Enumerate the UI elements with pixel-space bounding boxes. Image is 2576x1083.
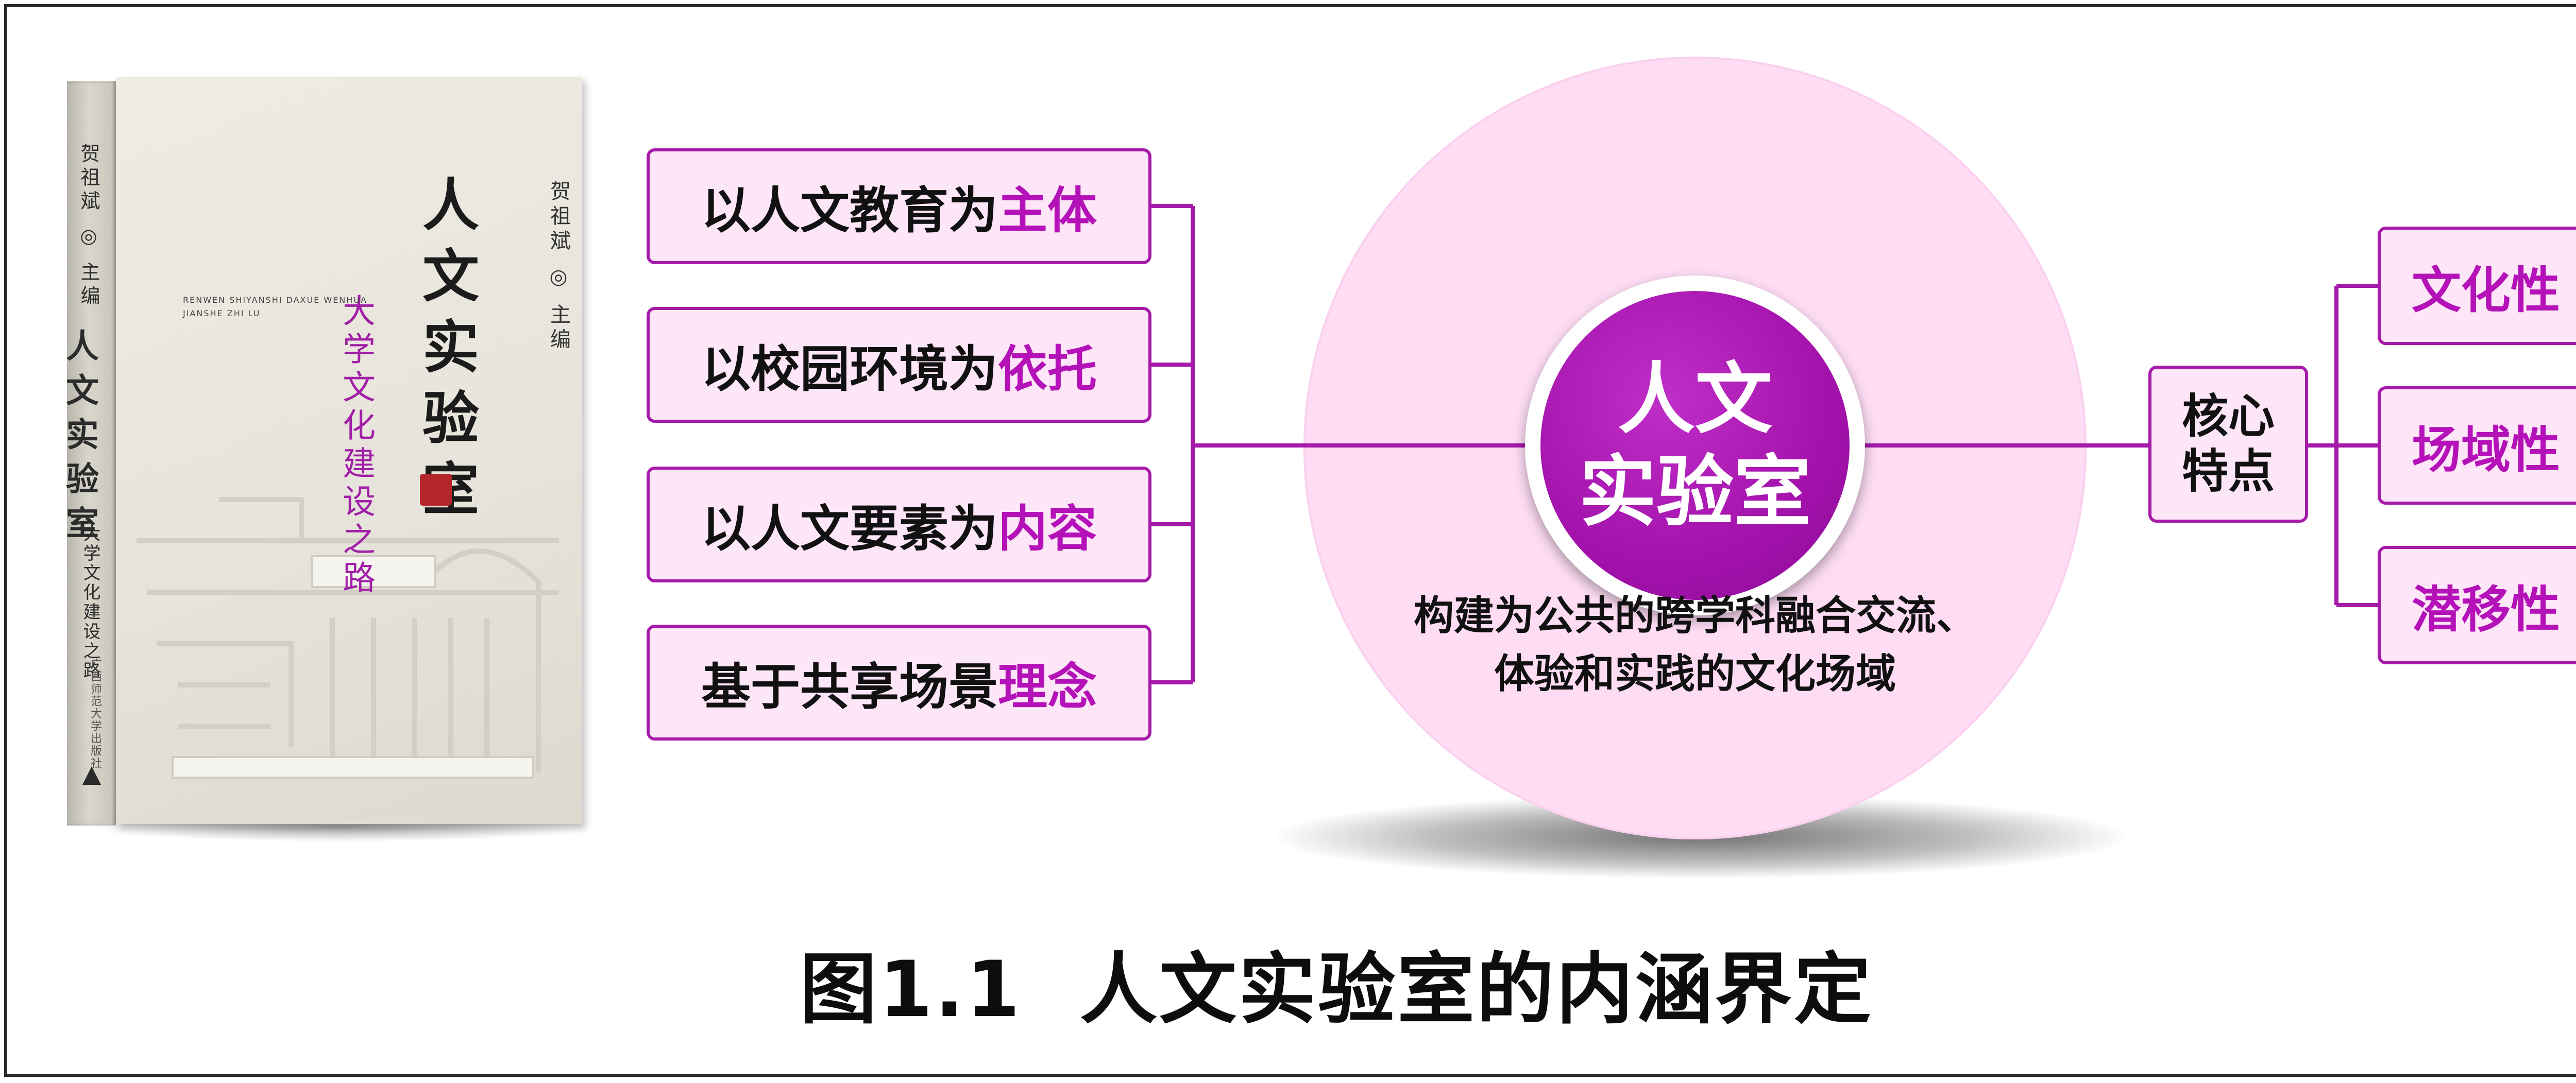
cover-editor: 贺祖斌 ◎ 主编 (547, 180, 570, 353)
right-item-3: 潜移性 (2378, 546, 2576, 664)
cover-title: 人文实验室 (413, 175, 479, 530)
left-item-3: 以人文要素为内容 (647, 467, 1151, 582)
center-description: 构建为公共的跨学科融合交流、 体验和实践的文化场域 (1319, 587, 2071, 703)
figure-caption: 图1.1 人文实验室的内涵界定 (799, 945, 1874, 1035)
left-item-4: 基于共享场景理念 (647, 625, 1151, 741)
publisher-logo-icon (82, 766, 101, 785)
cover-subtitle: 大学文化建设之路 (337, 294, 375, 598)
book-cover: 人文实验室 贺祖斌 ◎ 主编 大学文化建设之路 RENWEN SHIYANSHI… (116, 77, 582, 824)
seal-stamp-icon (420, 474, 452, 506)
book-spine: 贺祖斌 ◎ 主编 人文实验室 大学文化建设之路 广西师范大学出版社 (60, 81, 116, 826)
right-item-1: 文化性 (2378, 227, 2576, 345)
right-item-2: 场域性 (2378, 386, 2576, 505)
left-item-1: 以人文教育为主体 (647, 148, 1151, 264)
cover-architecture-art (137, 497, 559, 779)
figure-frame (4, 4, 2576, 1077)
spine-subtitle: 大学文化建设之路 (80, 524, 100, 681)
spine-editor: 贺祖斌 ◎ 主编 (77, 143, 100, 310)
left-item-4-highlight: 理念 (998, 658, 1097, 716)
center-description-line1: 构建为公共的跨学科融合交流、 (1413, 593, 1976, 639)
left-item-2-prefix: 以校园环境为 (701, 340, 998, 398)
center-title-line1: 人文 (1617, 354, 1772, 444)
core-features-line1: 核心 (2182, 389, 2275, 444)
left-item-2: 以校园环境为依托 (647, 307, 1151, 423)
center-circle: 人文 实验室 (1540, 291, 1850, 600)
center-title-line2: 实验室 (1579, 446, 1811, 537)
left-item-2-highlight: 依托 (998, 340, 1097, 398)
cover-pinyin: RENWEN SHIYANSHI DAXUE WENHUA JIANSHE ZH… (183, 295, 367, 318)
core-features-line2: 特点 (2182, 444, 2275, 498)
book-illustration: 贺祖斌 ◎ 主编 人文实验室 大学文化建设之路 广西师范大学出版社 人文实验室 … (60, 77, 582, 826)
core-features-box: 核心 特点 (2148, 366, 2308, 523)
left-item-1-prefix: 以人文教育为 (701, 182, 998, 239)
left-item-3-prefix: 以人文要素为 (701, 500, 998, 558)
left-item-1-highlight: 主体 (998, 182, 1097, 239)
left-item-3-highlight: 内容 (998, 500, 1097, 558)
spine-publisher: 广西师范大学出版社 (89, 658, 101, 769)
center-description-line2: 体验和实践的文化场域 (1494, 651, 1896, 698)
left-item-4-prefix: 基于共享场景 (701, 658, 998, 716)
